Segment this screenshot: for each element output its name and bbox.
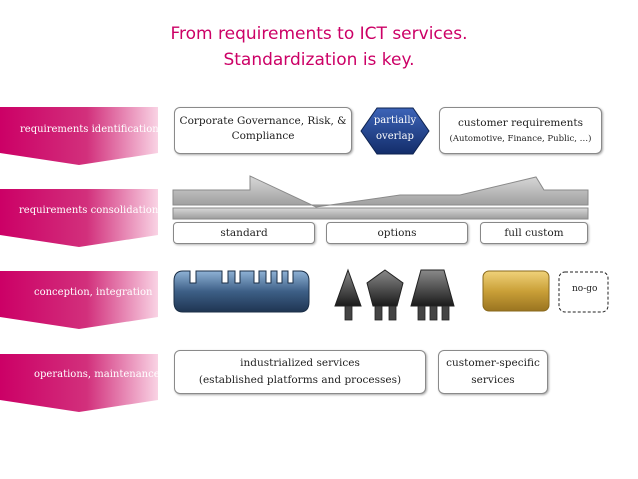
customer-specific-services-box: customer-specific services <box>438 350 548 394</box>
segment-options: options <box>326 222 468 244</box>
row-label-conception: conception, integration <box>34 287 153 298</box>
governance-line1: Corporate Governance, Risk, & <box>179 115 347 127</box>
row-label-consolidation: requirements consolidation <box>19 205 159 216</box>
row-arrow-identification <box>0 107 158 165</box>
standard-platform-shape <box>173 270 310 313</box>
consolidation-band <box>172 175 589 208</box>
customer-specific-line1: customer-specific <box>446 357 540 369</box>
consolidation-base <box>172 207 589 220</box>
segment-standard: standard <box>173 222 315 244</box>
row-arrow-conception <box>0 271 158 329</box>
page-title-line1: From requirements to ICT services. <box>170 24 468 44</box>
nogo-label: no-go <box>572 284 598 294</box>
option-shape-pentagon <box>366 269 404 321</box>
option-shape-triangle <box>334 268 362 321</box>
row-arrow-operations <box>0 354 158 412</box>
segment-full-custom: full custom <box>480 222 588 244</box>
governance-box: Corporate Governance, Risk, & Compliance <box>174 107 352 154</box>
overlap-line2: overlap <box>376 131 414 142</box>
row-label-operations: operations, maintenance <box>34 369 160 380</box>
customer-specific-line2: services <box>471 374 515 386</box>
nogo-box <box>558 271 609 313</box>
option-shape-trapezoid <box>410 269 455 321</box>
industrialized-services-box: industrialized services (established pla… <box>174 350 426 394</box>
overlap-line1: partially <box>373 115 417 126</box>
row-label-identification: requirements identification <box>20 124 159 135</box>
custom-gold-shape <box>482 270 550 312</box>
overlap-double-arrow <box>360 107 430 155</box>
customer-req-line2: (Automotive, Finance, Public, …) <box>449 134 592 144</box>
industrialized-line2: (established platforms and processes) <box>198 374 402 386</box>
customer-req-line1: customer requirements <box>458 117 583 129</box>
page-title-line2: Standardization is key. <box>223 50 415 70</box>
governance-line2: Compliance <box>231 130 295 142</box>
overlap-label: partially overlap <box>370 113 420 145</box>
customer-requirements-box: customer requirements (Automotive, Finan… <box>439 107 602 154</box>
industrialized-line1: industrialized services <box>240 357 360 369</box>
row-arrow-consolidation <box>0 189 158 247</box>
